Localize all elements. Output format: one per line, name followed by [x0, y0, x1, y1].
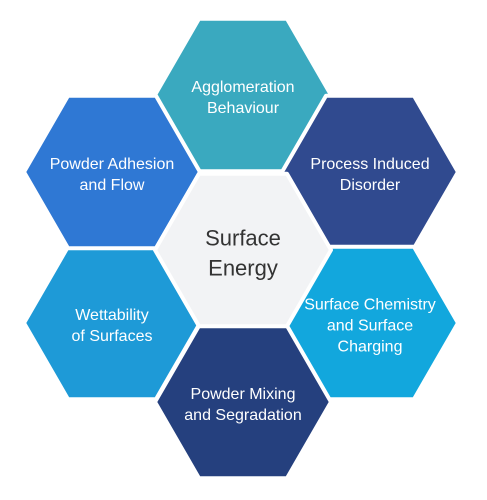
powder-adhesion-label-line-2: and Flow [80, 177, 145, 194]
powder-mixing-label-line-2: and Segradation [184, 407, 301, 424]
center-label-line-2: Energy [208, 256, 278, 281]
powder-mixing-label: Powder Mixing and Segradation [184, 386, 301, 424]
wettability-label: Wettability of Surfaces [72, 307, 153, 345]
agglomeration-label-line-2: Behaviour [207, 100, 280, 117]
process-disorder-label-line-1: Process Induced [310, 156, 429, 173]
wettability-label-line-1: Wettability [75, 307, 149, 324]
powder-adhesion-label-line-1: Powder Adhesion [50, 156, 175, 173]
surface-chemistry-label-line-2: and Surface [327, 317, 413, 334]
wettability-label-line-2: of Surfaces [72, 328, 153, 345]
agglomeration-label-line-1: Agglomeration [191, 79, 294, 96]
surface-chemistry-label-line-3: Charging [338, 338, 403, 355]
center-hexagon [153, 171, 333, 329]
powder-adhesion-label: Powder Adhesion and Flow [50, 156, 175, 194]
center-label-line-1: Surface [205, 226, 281, 251]
surface-chemistry-label-line-1: Surface Chemistry [304, 296, 436, 313]
process-disorder-label-line-2: Disorder [340, 177, 401, 194]
powder-mixing-label-line-1: Powder Mixing [191, 386, 296, 403]
